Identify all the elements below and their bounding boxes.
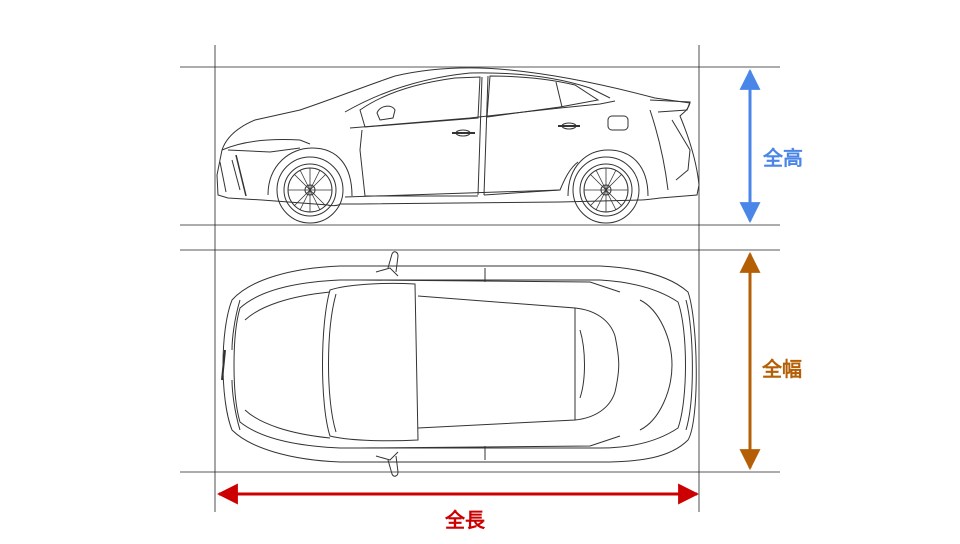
side-view-wheels	[276, 156, 640, 224]
side-view-car	[216, 67, 700, 207]
width-label: 全幅	[762, 357, 802, 381]
reference-lines	[180, 45, 780, 512]
top-view-car	[221, 265, 697, 463]
height-label: 全高	[763, 146, 803, 170]
length-label: 全長	[445, 508, 485, 532]
top-view-mirrors	[375, 251, 399, 477]
